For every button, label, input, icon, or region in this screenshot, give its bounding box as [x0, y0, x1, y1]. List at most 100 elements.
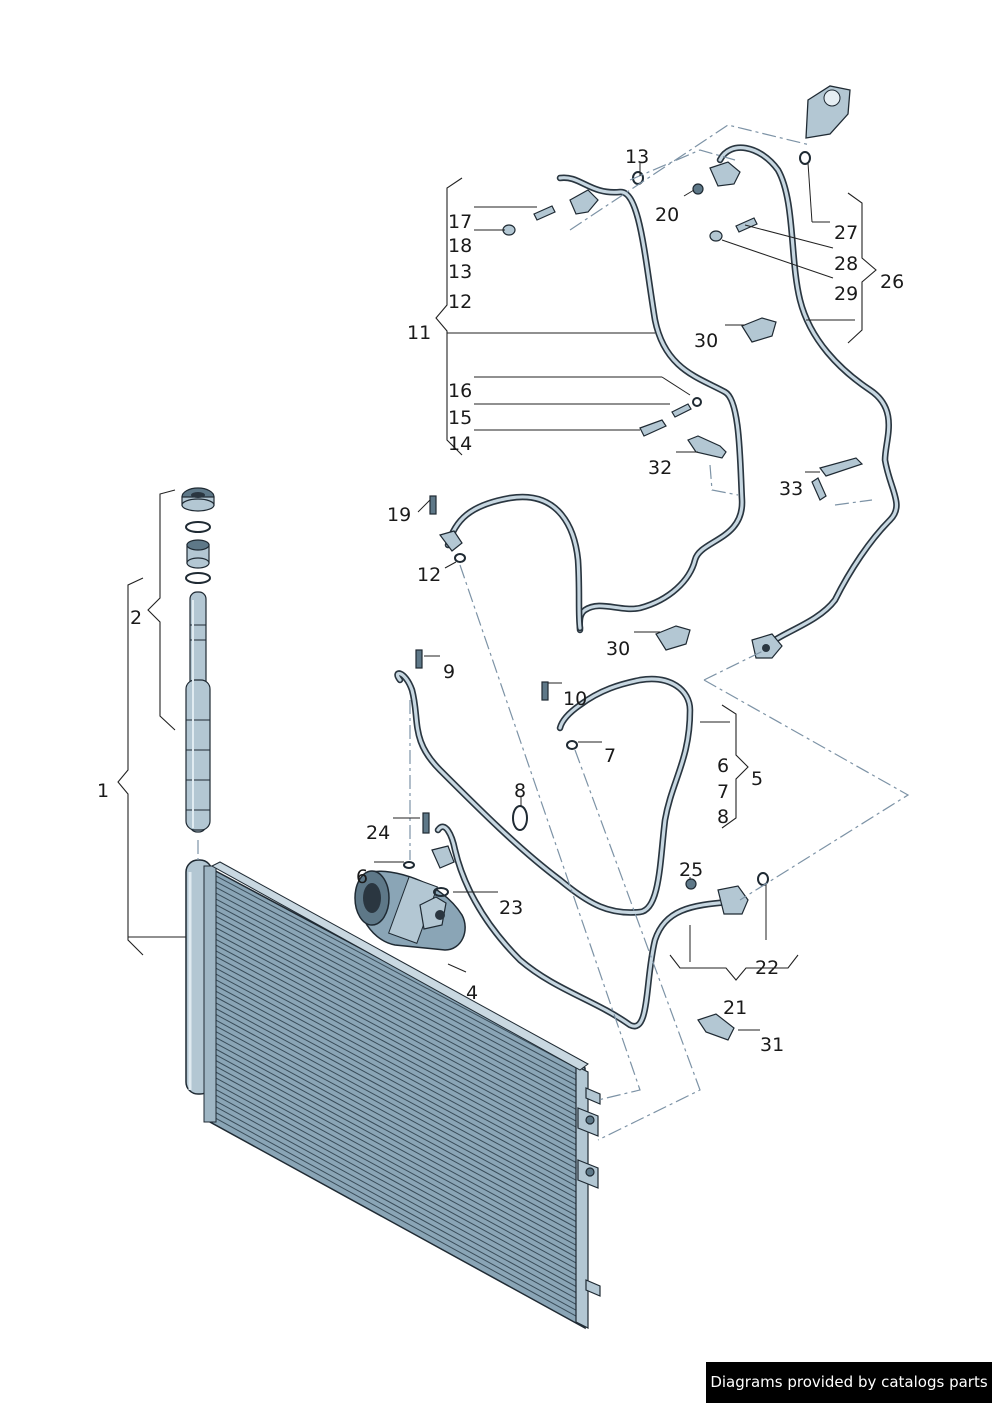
callout-26: 26	[880, 271, 904, 293]
callout-8: 8	[514, 780, 526, 802]
callout-6: 6	[356, 866, 368, 888]
o-ring-16	[692, 397, 702, 407]
callout-25: 25	[679, 859, 703, 881]
condenser-fin	[211, 1000, 577, 1199]
assembly-guide-lines	[197, 124, 910, 1141]
condenser-fin	[211, 983, 577, 1181]
callout-12: 12	[417, 564, 441, 586]
condenser-fin	[211, 902, 577, 1098]
condenser-fin	[211, 1063, 577, 1264]
ac-compressor	[354, 870, 466, 951]
condenser-fin	[211, 1081, 577, 1282]
callout-30-lower: 30	[606, 638, 630, 660]
callout-24: 24	[366, 822, 390, 844]
condenser-fin	[211, 1046, 577, 1246]
bolt-24	[422, 812, 430, 834]
o-ring-27	[799, 151, 811, 165]
condenser-fin	[211, 1069, 577, 1270]
condenser-fin	[211, 1098, 577, 1299]
callout-18: 18	[448, 235, 472, 257]
callout-14: 14	[448, 433, 472, 455]
condenser-fin	[211, 1040, 577, 1240]
callout-19: 19	[387, 504, 411, 526]
callout-27: 27	[834, 222, 858, 244]
condenser-fin	[211, 954, 577, 1152]
bolt-9	[415, 649, 423, 669]
credit-banner: Diagrams provided by catalogs parts	[706, 1362, 992, 1403]
condenser-fin	[211, 873, 577, 1069]
condenser-fin	[211, 925, 577, 1122]
cap-29	[709, 230, 723, 242]
condenser-fin	[211, 936, 577, 1134]
valve-14	[639, 419, 667, 437]
line-22	[431, 823, 749, 1030]
callout-7: 7	[604, 745, 616, 767]
callout-23: 23	[499, 897, 523, 919]
condenser-fin	[211, 896, 577, 1092]
condenser-fin	[211, 1086, 577, 1287]
callout-16: 16	[448, 380, 472, 402]
fitting-33	[811, 457, 864, 501]
bolt-19	[429, 495, 437, 515]
condenser-fin	[211, 977, 577, 1175]
nut-20	[692, 183, 704, 195]
callout-13: 13	[625, 146, 649, 168]
clip-21-31	[697, 1013, 735, 1041]
condenser-fin	[211, 884, 577, 1081]
callout-30-upper: 30	[694, 330, 718, 352]
callout-33: 33	[779, 478, 803, 500]
callout-8-group: 8	[717, 806, 729, 828]
callout-20: 20	[655, 204, 679, 226]
condenser-fin	[211, 879, 577, 1075]
condenser-fin	[211, 1092, 577, 1293]
bolt-10	[541, 681, 549, 701]
drier-cartridge-assembly	[181, 487, 215, 833]
condenser-fin	[211, 919, 577, 1116]
callout-11: 11	[407, 322, 431, 344]
callout-21: 21	[723, 997, 747, 1019]
condenser-fin	[211, 1034, 577, 1234]
callout-28: 28	[834, 253, 858, 275]
callout-32: 32	[648, 457, 672, 479]
callout-12-group: 12	[448, 291, 472, 313]
condenser-fin	[211, 959, 577, 1157]
o-ring-12-lower	[454, 553, 466, 563]
condenser-fin	[211, 1052, 577, 1252]
refrigerant-lines	[394, 144, 900, 1030]
clip-30-lower	[655, 625, 691, 651]
condenser-fin	[211, 1075, 577, 1276]
condenser-mount-brackets	[577, 1087, 601, 1297]
condenser-fin	[211, 1115, 577, 1317]
callout-17: 17	[448, 211, 472, 233]
condenser-fin	[211, 907, 577, 1104]
line-26	[709, 144, 900, 659]
grouping-braces	[117, 177, 877, 981]
condenser-right-tank	[575, 1065, 589, 1329]
condenser-fin	[211, 1023, 577, 1222]
condenser-fin	[211, 1029, 577, 1228]
callout-9: 9	[443, 661, 455, 683]
condenser-fin	[211, 994, 577, 1193]
callout-1: 1	[97, 780, 109, 802]
line-11	[556, 174, 746, 634]
condenser-fin	[211, 1104, 577, 1305]
callout-29: 29	[834, 283, 858, 305]
condenser-fins	[211, 873, 577, 1317]
valve-15	[671, 403, 692, 418]
callout-labels: 1 2 4 5 6 6 7 7 8 8 9 10 11 12 12 13 13 …	[97, 146, 904, 1056]
drier-ring-upper	[185, 521, 211, 533]
condenser-fin	[211, 948, 577, 1146]
callout-7-group: 7	[717, 781, 729, 803]
callout-10: 10	[563, 688, 587, 710]
o-ring-23	[433, 887, 449, 897]
leader-lines	[374, 162, 834, 1031]
callout-13-group: 13	[448, 261, 472, 283]
condenser-fin	[211, 1110, 577, 1311]
clip-30-upper	[741, 317, 777, 343]
condenser-fin	[211, 942, 577, 1140]
callout-4: 4	[466, 982, 478, 1004]
condenser-fin	[211, 890, 577, 1087]
nut-25	[685, 878, 697, 890]
drier-ring-lower	[185, 572, 211, 584]
